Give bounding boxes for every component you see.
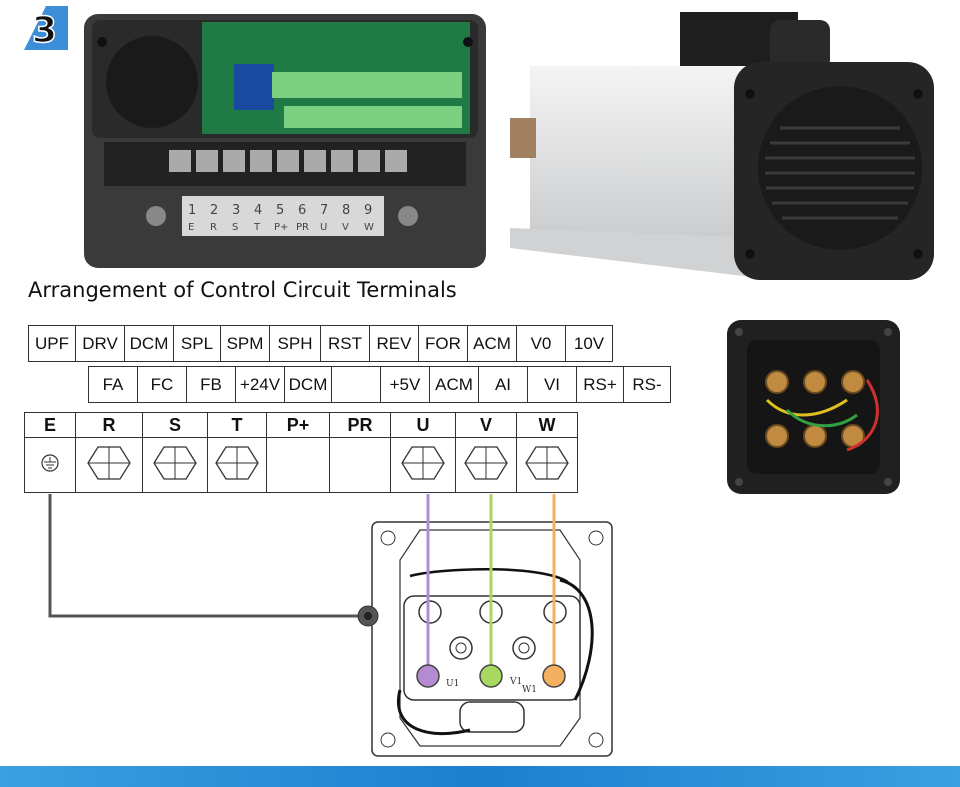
w-terminal-dot [542, 664, 566, 688]
empty-terminal-cell [329, 437, 391, 493]
badge-number: 3 [32, 10, 57, 50]
control-terminals-row1: UPF DRV DCM SPL SPM SPH RST REV FOR ACM … [28, 325, 613, 362]
terminal-cell [331, 366, 381, 403]
terminal-cell: ACM [467, 325, 517, 362]
ground-wire [48, 494, 358, 618]
section-heading: Arrangement of Control Circuit Terminals [28, 278, 457, 302]
terminal-cell: +24V [235, 366, 285, 403]
spindle-motor-photo [510, 12, 934, 280]
terminal-cell: FA [88, 366, 138, 403]
strip-label: PR [296, 222, 309, 233]
terminal-cell: REV [369, 325, 419, 362]
strip-label: S [232, 222, 238, 233]
terminal-cell: FOR [418, 325, 468, 362]
motor-wiring-diagram: U1 V1 W1 [48, 494, 613, 757]
power-terminal-label: PR [329, 412, 391, 438]
hex-terminal-icon [142, 437, 208, 493]
terminal-cell: UPF [28, 325, 76, 362]
strip-label: E [188, 222, 194, 233]
terminal-cell: FC [137, 366, 187, 403]
power-terminal-label: S [142, 412, 208, 438]
strip-number: 9 [364, 203, 372, 218]
terminal-strip-labels: E R S T P+ PR U V W [188, 222, 374, 233]
hex-terminal-icon [390, 437, 456, 493]
strip-number: 5 [276, 203, 284, 218]
power-terminal-label: V [455, 412, 517, 438]
power-terminal-label: R [75, 412, 143, 438]
control-terminals-row2: FA FC FB +24V DCM +5V ACM AI VI RS+ RS- [88, 366, 671, 403]
footer-bar [0, 766, 960, 787]
power-terminal-label: P+ [266, 412, 330, 438]
terminal-cell: DCM [124, 325, 174, 362]
u1-label: U1 [446, 679, 459, 689]
terminal-cell: SPL [173, 325, 221, 362]
u-terminal-dot [416, 664, 440, 688]
hex-terminal-icon [455, 437, 517, 493]
v-terminal-dot [479, 664, 503, 688]
terminal-strip-numbers: 1 2 3 4 5 6 7 8 9 [188, 203, 372, 218]
w1-label: W1 [522, 685, 537, 695]
hex-terminal-icon [207, 437, 267, 493]
power-terminal-label: U [390, 412, 456, 438]
power-terminal-label: E [24, 412, 76, 438]
strip-number: 2 [210, 203, 218, 218]
empty-terminal-cell [266, 437, 330, 493]
step-number-badge: 3 [16, 6, 68, 50]
strip-number: 6 [298, 203, 306, 218]
terminal-cell: DCM [284, 366, 332, 403]
controller-terminal-photo: 1 2 3 4 5 6 7 8 9 E R S T P+ PR U V W [84, 14, 486, 268]
power-terminals-table: E R S T P+ PR U V W [24, 412, 578, 493]
terminal-cell: ACM [429, 366, 479, 403]
terminal-cell: RS- [623, 366, 671, 403]
strip-number: 1 [188, 203, 196, 218]
strip-number: 8 [342, 203, 350, 218]
terminal-cell: RS+ [576, 366, 624, 403]
terminal-cell: VI [527, 366, 577, 403]
motor-terminal-box-photo [727, 320, 900, 494]
terminal-cell: +5V [380, 366, 430, 403]
strip-number: 7 [320, 203, 328, 218]
hex-terminal-icon [516, 437, 578, 493]
terminal-cell: FB [186, 366, 236, 403]
terminal-cell: SPM [220, 325, 270, 362]
strip-label: U [320, 222, 327, 233]
strip-number: 3 [232, 203, 240, 218]
strip-label: V [342, 222, 349, 233]
terminal-cell: AI [478, 366, 528, 403]
power-terminal-label: T [207, 412, 267, 438]
terminal-cell: 10V [565, 325, 613, 362]
terminal-cell: SPH [269, 325, 321, 362]
terminal-cell: V0 [516, 325, 566, 362]
terminal-cell: RST [320, 325, 370, 362]
ground-icon [24, 437, 76, 493]
strip-number: 4 [254, 203, 262, 218]
strip-label: W [364, 222, 374, 233]
v1-label: V1 [509, 677, 522, 687]
strip-label: T [253, 222, 261, 233]
terminal-cell: DRV [75, 325, 125, 362]
power-terminal-label: W [516, 412, 578, 438]
strip-label: R [210, 222, 217, 233]
hex-terminal-icon [75, 437, 143, 493]
strip-label: P+ [274, 222, 288, 233]
